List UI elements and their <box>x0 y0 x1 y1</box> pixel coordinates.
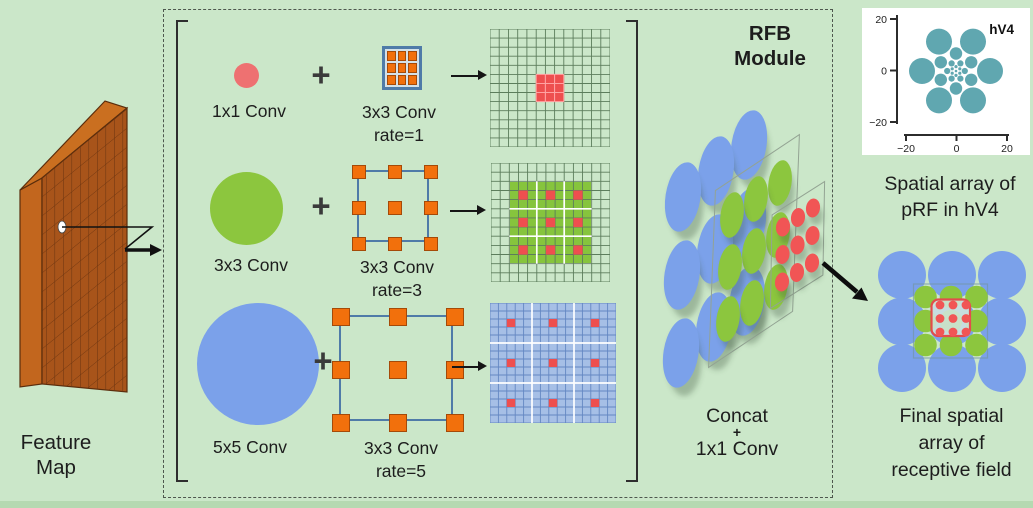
branch1-receptive-field-grid <box>489 28 611 152</box>
branch3-kernel-label: 3x3 Conv rate=5 <box>352 437 450 483</box>
branch2-input-circle <box>210 172 283 245</box>
branch1-arrow-icon <box>451 69 487 81</box>
svg-text:0: 0 <box>881 66 887 78</box>
branch2-arrow-icon <box>450 204 486 216</box>
branch3-kernel-3x3-rate5 <box>332 308 464 432</box>
branch2-kernel-label-line2: rate=3 <box>371 280 423 300</box>
branch1-plus-icon: + <box>311 56 331 93</box>
prf-caption-line2: pRF in hV4 <box>901 199 999 221</box>
prf-inset: 20 0 −20 −20 0 20 hV4 <box>862 8 1030 155</box>
branch1-kernel-label: 3x3 Conv rate=1 <box>350 101 448 147</box>
branch3-kernel-label-line1: 3x3 Conv <box>364 438 438 458</box>
prf-caption-line1: Spatial array of <box>884 173 1016 195</box>
final-caption-line2: array of <box>918 432 985 454</box>
svg-text:hV4: hV4 <box>989 22 1014 37</box>
concat-label-line2: 1x1 Conv <box>695 438 779 460</box>
concat-label-line1: Concat <box>706 405 768 427</box>
branch1-input-label: 1x1 Conv <box>212 101 286 121</box>
concat-plus-icon: + <box>732 424 742 440</box>
branch1-kernel-label-line2: rate=1 <box>373 125 425 145</box>
branch2-kernel-label: 3x3 Conv rate=3 <box>348 256 446 302</box>
final-array-caption: Final spatial array of receptive field <box>870 403 1033 484</box>
feature-map-label: Feature Map <box>0 430 112 480</box>
feature-map-label-line1: Feature <box>20 431 92 454</box>
branch3-input-label: 5x5 Conv <box>213 437 287 457</box>
branch1-kernel-label-line1: 3x3 Conv <box>362 102 436 122</box>
final-caption-line1: Final spatial <box>899 405 1004 427</box>
probe-arrowhead-icon <box>150 244 162 256</box>
svg-text:20: 20 <box>1001 143 1013 155</box>
bottom-edge-strip <box>0 501 1033 508</box>
concat-label: Concat + 1x1 Conv <box>670 406 804 459</box>
branch3-input-circle <box>197 303 319 425</box>
branch1-kernel-3x3-rate1 <box>382 46 422 90</box>
branch3-plus-icon: + <box>313 342 333 379</box>
feature-map-grid-lines <box>42 108 127 392</box>
rfb-module-title: RFB Module <box>700 21 840 71</box>
branch2-kernel-label-line1: 3x3 Conv <box>360 257 434 277</box>
svg-text:−20: −20 <box>897 143 915 155</box>
rfb-title-line1: RFB <box>748 22 792 45</box>
branch3-arrow-icon <box>452 360 487 372</box>
branch1-input-circle <box>234 63 259 88</box>
branch3-kernel-label-line2: rate=5 <box>375 461 427 481</box>
branch2-receptive-field-grid <box>490 162 611 287</box>
probe-zigzag-line <box>62 226 155 250</box>
final-array-figure <box>878 251 1026 392</box>
svg-text:20: 20 <box>875 14 887 26</box>
left-bracket <box>176 20 188 482</box>
branch2-input-label: 3x3 Conv <box>214 255 288 275</box>
branch2-kernel-3x3-rate3 <box>352 165 438 251</box>
concat-figure <box>662 110 826 396</box>
rfb-title-line2: Module <box>734 47 806 70</box>
svg-text:−20: −20 <box>869 117 887 129</box>
feature-map-graphic <box>19 100 162 393</box>
branch3-receptive-field-grid <box>489 302 617 428</box>
branch2-plus-icon: + <box>311 187 331 224</box>
prf-caption: Spatial array of pRF in hV4 <box>868 171 1032 223</box>
rfb-dashed-container <box>163 9 833 498</box>
feature-map-side-face <box>19 176 43 388</box>
final-caption-line3: receptive field <box>891 459 1012 481</box>
right-bracket <box>626 20 638 482</box>
concat-to-final-arrow-icon <box>821 261 868 301</box>
svg-text:0: 0 <box>954 143 960 155</box>
feature-map-label-line2: Map <box>36 456 76 479</box>
